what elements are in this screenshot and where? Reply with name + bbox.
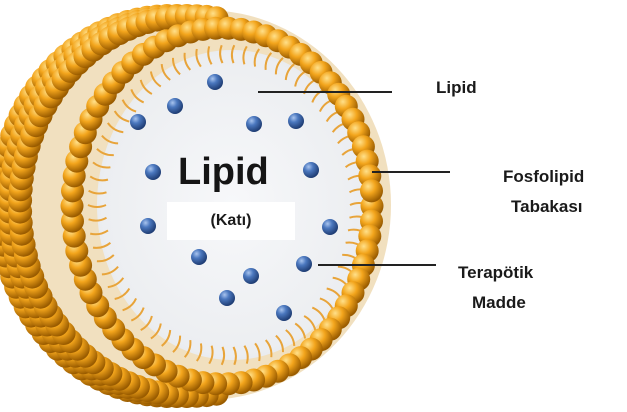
- core-subtitle: (Katı): [211, 212, 252, 230]
- drug-particle-icon: [322, 219, 338, 235]
- drug-particle-icon: [288, 113, 304, 129]
- drug-particle-icon: [243, 268, 259, 284]
- label-lipid: Lipid: [436, 77, 477, 99]
- drug-particle-icon: [140, 218, 156, 234]
- label-lipid-text: Lipid: [436, 78, 477, 97]
- drug-particle-icon: [130, 114, 146, 130]
- phospholipid-head-icon: [360, 179, 383, 202]
- drug-particle-icon: [276, 305, 292, 321]
- label-terapotik-line1: Terapötik: [458, 258, 533, 288]
- drug-particle-icon: [145, 164, 161, 180]
- core-subtitle-box: (Katı): [167, 202, 295, 240]
- drug-particle-icon: [296, 256, 312, 272]
- label-terapotik-line2: Madde: [458, 288, 533, 318]
- label-fosfolipid-line2: Tabakası: [503, 192, 584, 222]
- core-title: Lipid: [178, 150, 269, 194]
- label-terapotik-madde: Terapötik Madde: [458, 258, 533, 318]
- drug-particle-icon: [246, 116, 262, 132]
- label-fosfolipid-tabakasi: Fosfolipid Tabakası: [503, 162, 584, 222]
- drug-particle-icon: [191, 249, 207, 265]
- drug-particle-icon: [219, 290, 235, 306]
- drug-particle-icon: [207, 74, 223, 90]
- drug-particle-icon: [303, 162, 319, 178]
- label-fosfolipid-line1: Fosfolipid: [503, 162, 584, 192]
- drug-particle-icon: [167, 98, 183, 114]
